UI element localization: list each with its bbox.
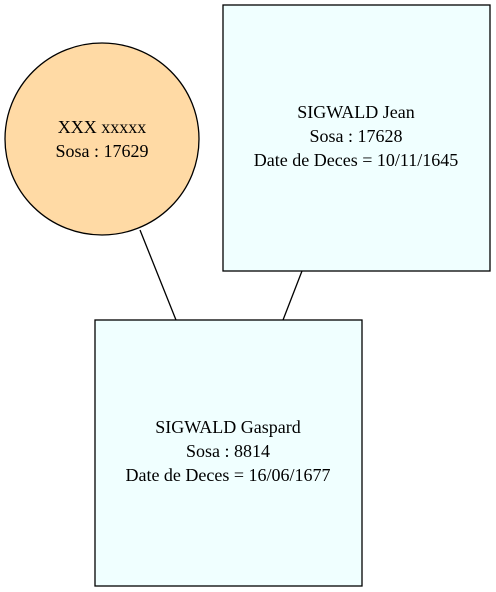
edge-father-to-child xyxy=(282,270,303,321)
node-child-death: Date de Deces = 16/06/1677 xyxy=(125,465,330,485)
node-father-sosa: Sosa : 17628 xyxy=(309,126,402,146)
node-father[interactable]: SIGWALD Jean Sosa : 17628 Date de Deces … xyxy=(222,4,491,272)
node-mother[interactable]: XXX xxxxx Sosa : 17629 xyxy=(4,42,200,236)
node-father-shape xyxy=(222,4,491,272)
edge-mother-to-child xyxy=(139,229,177,321)
node-child[interactable]: SIGWALD Gaspard Sosa : 8814 Date de Dece… xyxy=(94,319,363,587)
node-mother-name: XXX xxxxx xyxy=(58,117,147,137)
node-child-shape xyxy=(94,319,363,587)
node-child-sosa: Sosa : 8814 xyxy=(186,441,270,461)
node-child-name: SIGWALD Gaspard xyxy=(155,417,300,437)
node-father-death: Date de Deces = 10/11/1645 xyxy=(254,150,458,170)
node-mother-shape xyxy=(4,42,200,236)
node-father-name: SIGWALD Jean xyxy=(297,102,414,122)
node-mother-sosa: Sosa : 17629 xyxy=(55,141,148,161)
